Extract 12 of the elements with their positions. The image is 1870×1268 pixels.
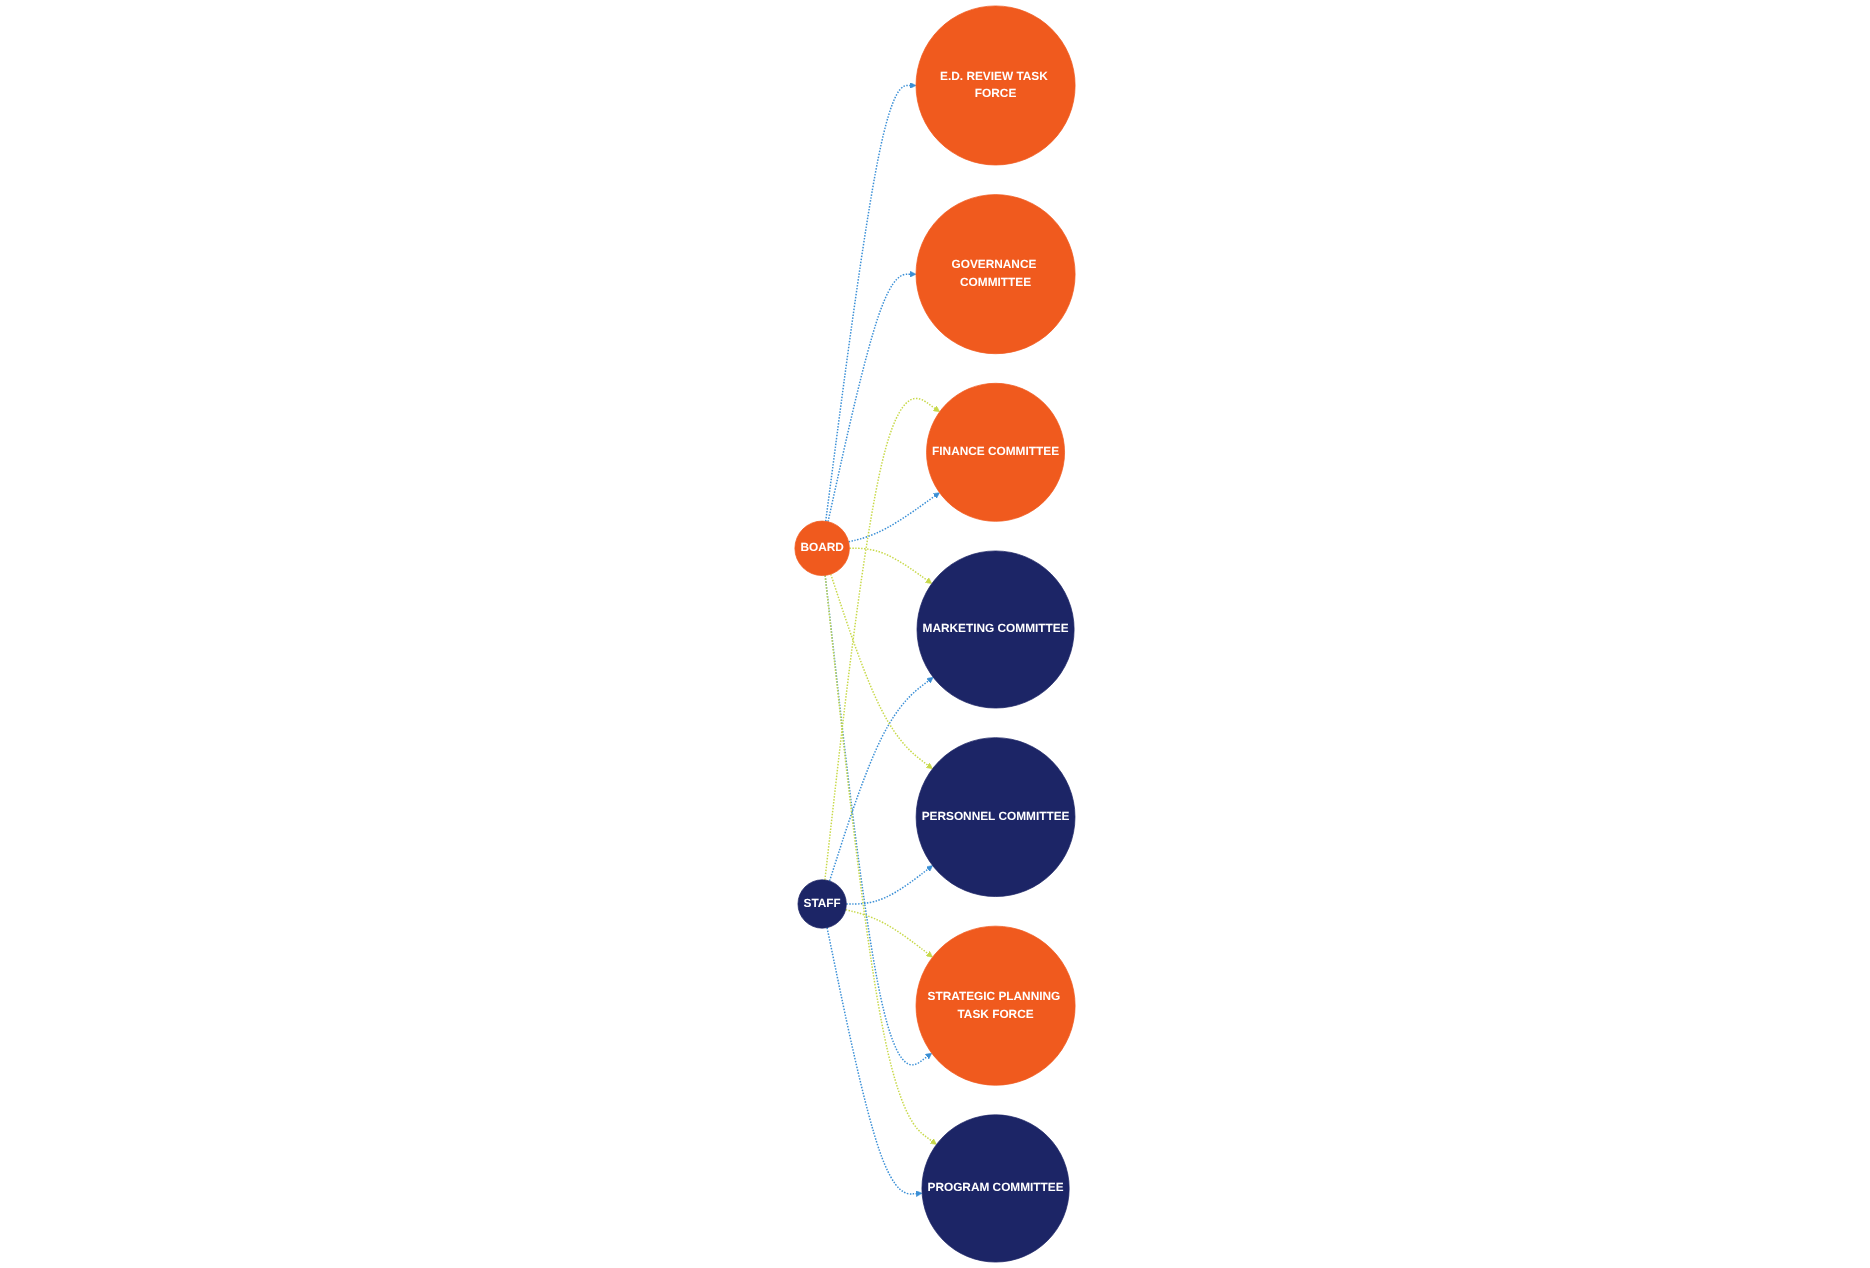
arrow (847, 492, 940, 543)
arrow (827, 270, 917, 523)
arrow (824, 397, 940, 881)
arrow (830, 573, 933, 770)
arrow (826, 926, 923, 1197)
arrow (828, 676, 934, 882)
arrow (844, 909, 933, 958)
arrow (848, 547, 933, 584)
arrow (824, 82, 917, 522)
arrow (845, 865, 933, 905)
arrow (824, 574, 937, 1145)
arrow (824, 574, 933, 1066)
